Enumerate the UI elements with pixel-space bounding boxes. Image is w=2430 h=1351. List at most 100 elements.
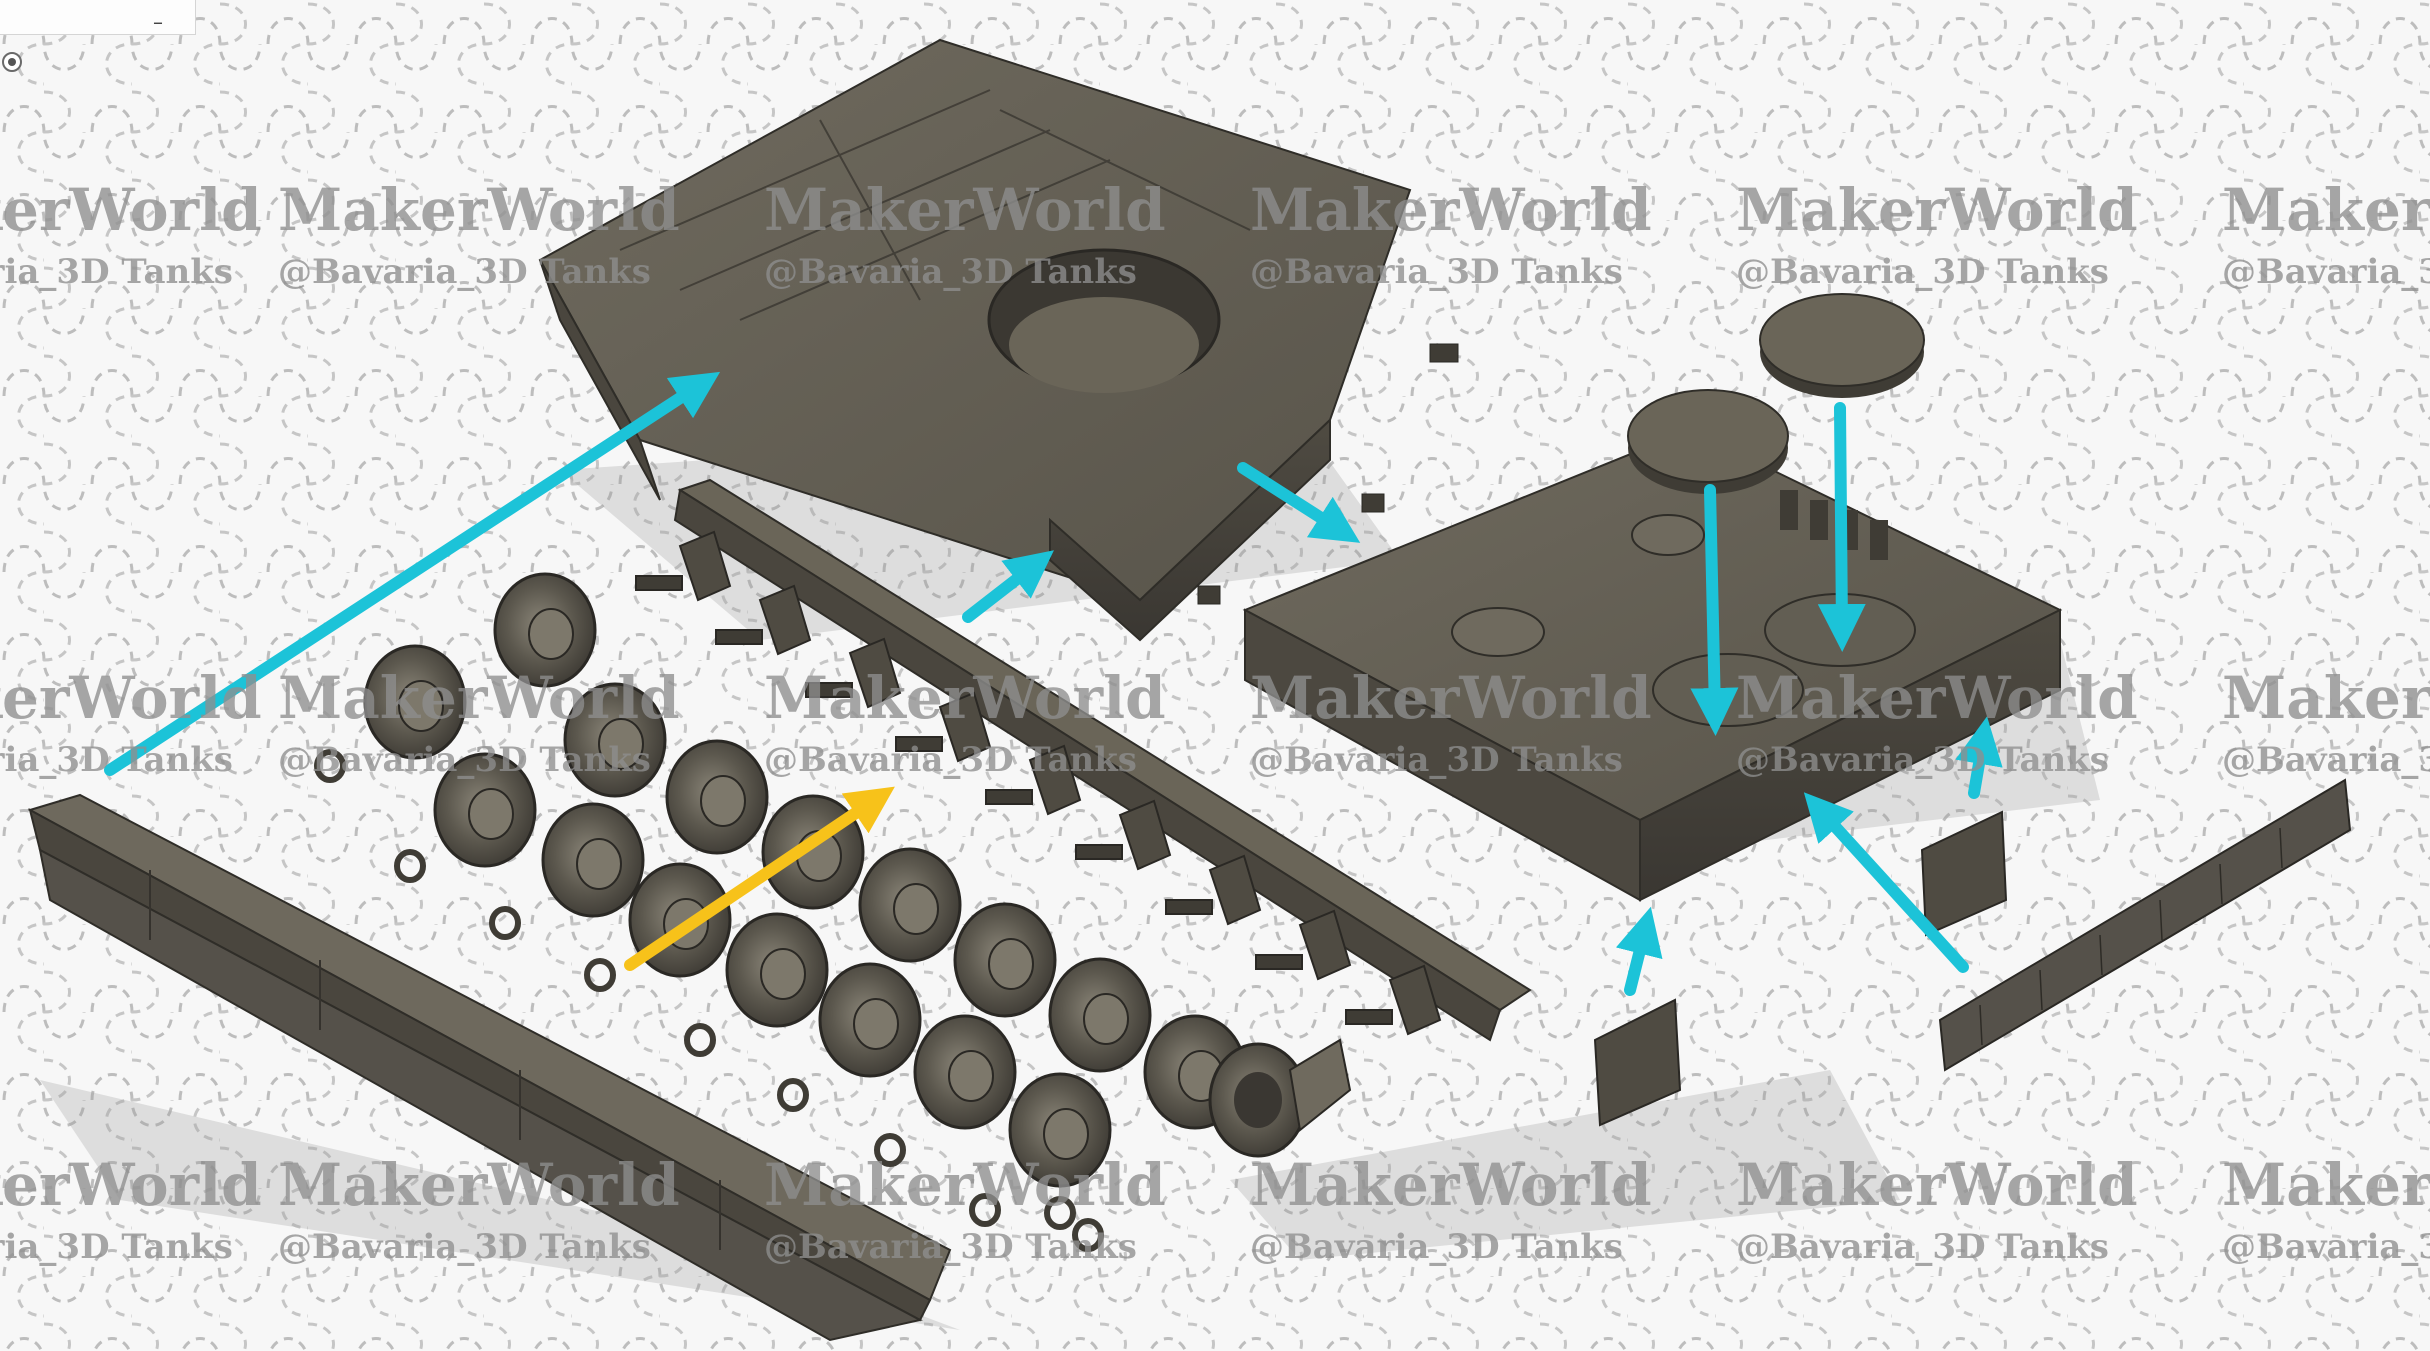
hatch-disc-left[interactable] [1627,389,1789,494]
watermark-brand: MakerWorld [2222,664,2430,732]
upper-hull-part[interactable] [538,38,1459,642]
suspension-arm[interactable] [848,637,902,709]
bearing-ring[interactable] [489,906,521,940]
minimize-icon[interactable]: – [153,10,163,34]
view-radio-icon[interactable] [2,52,22,72]
suspension-arm[interactable] [758,584,812,656]
road-wheel-hub [893,883,939,935]
watermark-handle: @Bavaria_3D Tanks [1250,1227,1623,1267]
road-wheel-hub [468,788,514,840]
hatch-disc-right[interactable] [1759,293,1925,398]
road-wheels-group[interactable] [363,572,1247,1188]
bearing-ring[interactable] [584,958,616,992]
watermark-handle: @Bavaria_3D Tanks [0,252,233,292]
watermark-brand: MakerWorld [1736,664,2138,732]
assembly-arrow-icon [624,786,895,971]
bearing-ring[interactable] [874,1133,906,1167]
road-wheel-hub [988,938,1034,990]
suspension-axle [635,575,683,591]
watermark-brand: MakerWorld [1250,1151,1652,1219]
watermark-brand: MakerWorld [2222,176,2430,244]
watermark-grid: MakerWorld@Bavaria_3D TanksMakerWorld@Ba… [0,176,2430,1267]
watermark-handle: @Bavaria_3D Tanks [278,1227,651,1267]
side-skirt-part[interactable] [27,793,952,1342]
watermark-brand: MakerWorld [278,664,680,732]
bearing-ring[interactable] [777,1078,809,1112]
watermark-handle: @Bavaria_3D Tanks [764,252,1137,292]
watermark-handle: @Bavaria_3D Tanks [1250,252,1623,292]
bearing-ring[interactable] [394,849,426,883]
watermark-handle: @Bavaria_3D Tanks [764,1227,1137,1267]
watermark-handle: @Bavaria_3D Tanks [0,1227,233,1267]
suspension-arm[interactable] [1028,744,1082,816]
drive-sprocket-part[interactable] [1208,1038,1352,1158]
watermark-brand: MakerWorld [1736,176,2138,244]
bearing-ring[interactable] [1044,1196,1076,1230]
suspension-arm[interactable] [1208,854,1262,926]
suspension-arm[interactable] [938,691,992,763]
assembly-arrow-icon [1817,402,1866,652]
watermark-brand: MakerWorld [278,1151,680,1219]
watermark-brand: MakerWorld [0,1151,262,1219]
watermark-brand: MakerWorld [764,664,1166,732]
suspension-axle [985,789,1033,805]
watermark-handle: @Bavaria_3D Tanks [2222,740,2430,780]
watermark-handle: @Bavaria_3D Tanks [0,740,233,780]
suspension-axle [805,682,853,698]
bearing-ring[interactable] [969,1193,1001,1227]
watermark-handle: @Bavaria_3D Tanks [1736,252,2109,292]
bearing-ring[interactable] [684,1023,716,1057]
watermark-handle: @Bavaria_3D Tanks [1736,1227,2109,1267]
rear-plate-small-left[interactable] [1593,998,1682,1127]
assembly-arrow-icon [1237,462,1361,543]
assembly-arrow-icon [1615,906,1663,996]
road-wheel-hub [576,838,622,890]
suspension-arm[interactable] [1118,799,1172,871]
watermark-brand: MakerWorld [0,664,262,732]
watermark-brand: MakerWorld [0,176,262,244]
road-wheel-hub [853,998,899,1050]
rear-plate-small-right[interactable] [1920,810,2008,937]
suspension-axle [715,629,763,645]
road-wheel-hub [760,948,806,1000]
suspension-arm[interactable] [1298,909,1352,981]
bearing-ring[interactable] [1072,1218,1104,1252]
suspension-axle [1075,844,1123,860]
watermark-handle: @Bavaria_3D Tanks [1736,740,2109,780]
assembly-arrow-icon [1690,484,1739,736]
watermark-brand: MakerWorld [1250,664,1652,732]
suspension-arm[interactable] [678,530,732,602]
suspension-axle [895,736,943,752]
suspension-beam-part[interactable] [635,478,1532,1042]
watermark-brand: MakerWorld [1250,176,1652,244]
watermark-handle: @Bavaria_3D Tanks [278,740,651,780]
assembly-arrow-icon [1803,792,1969,973]
road-wheel-hub [598,718,644,770]
road-wheel-hub [1083,993,1129,1045]
bearing-ring[interactable] [314,749,346,783]
watermark-handle: @Bavaria_3D Tanks [278,252,651,292]
road-wheel-hub [398,680,444,732]
window-controls-bar[interactable]: – [0,0,196,35]
watermark-handle: @Bavaria_3D Tanks [2222,252,2430,292]
lower-hull-part[interactable] [1242,428,2063,902]
watermark-handle: @Bavaria_3D Tanks [2222,1227,2430,1267]
suspension-axle [1255,954,1303,970]
assembly-arrow-icon [962,550,1054,623]
bearing-rings-group[interactable] [314,749,1104,1252]
road-wheel-hub [948,1050,994,1102]
assembly-arrow-icon [1955,716,2003,799]
watermark-handle: @Bavaria_3D Tanks [1250,740,1623,780]
road-wheel-hub [700,775,746,827]
rear-grille-part[interactable] [1938,778,2352,1072]
road-wheel-hub [528,608,574,660]
watermark-brand: MakerWorld [278,176,680,244]
suspension-arm[interactable] [1388,964,1442,1036]
watermark-brand: MakerWorld [2222,1151,2430,1219]
watermark-brand: MakerWorld [1736,1151,2138,1219]
assembly-arrow-icon [104,371,721,776]
assembly-arrows [104,371,2003,996]
watermark-brand: MakerWorld [764,176,1166,244]
